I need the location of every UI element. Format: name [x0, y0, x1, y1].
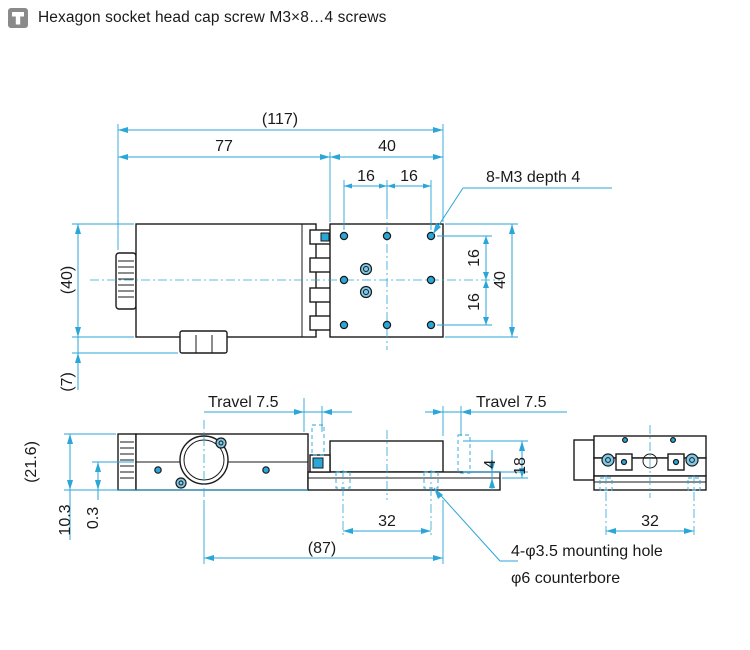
lead-screw-detail	[309, 229, 333, 331]
dim-gap: 0.3	[85, 507, 102, 529]
m3-tapped-holes	[339, 231, 436, 330]
dim-mount-pitch: 32	[378, 513, 396, 530]
cap-screw-icon	[215, 437, 227, 449]
travel-right-label: Travel 7.5	[476, 394, 547, 411]
stage-body	[135, 223, 317, 338]
dim-side-mount-pitch: 32	[641, 513, 659, 530]
travel-left-label: Travel 7.5	[208, 394, 279, 411]
dim-table-width: 40	[492, 271, 509, 289]
dim-hole-pitch-2: 16	[400, 168, 418, 185]
dim-hole-pitch-1: 16	[357, 168, 375, 185]
dim-table-height: 18	[512, 457, 529, 475]
dim-clamp-offset: (7)	[59, 372, 76, 392]
top-view: (117) 77 40 16 16 8-M3 dept	[59, 111, 612, 392]
side-view: 32	[573, 425, 707, 535]
front-view: Travel 7.5 Travel 7.5 (21.6) 10.3 0.3	[23, 394, 663, 587]
cap-screw-icon	[601, 453, 615, 467]
dim-overall-length: (117)	[262, 111, 298, 128]
dim-mount-span: (87)	[308, 540, 336, 557]
dim-base-height: 10.3	[57, 504, 74, 535]
dim-step: 4	[482, 459, 499, 468]
stage-table	[329, 223, 444, 338]
cap-screw-icon	[175, 477, 187, 489]
dim-hole-pitch-v1: 16	[466, 249, 483, 267]
stage-base-front	[307, 471, 501, 491]
thread-callout: 8-M3 depth 4	[486, 169, 580, 186]
clamp-tab	[179, 330, 228, 354]
side-knob	[573, 439, 595, 481]
screw-accessory-icon	[8, 8, 28, 28]
dim-table-length: 40	[378, 138, 396, 155]
dim-width: (40)	[59, 266, 76, 294]
accessory-note: Hexagon socket head cap screw M3×8…4 scr…	[8, 7, 386, 29]
cap-screw-icon	[359, 262, 373, 276]
stage-table-front	[329, 440, 444, 473]
accessory-note-text: Hexagon socket head cap screw M3×8…4 scr…	[38, 9, 387, 26]
cap-screw-icon	[685, 453, 699, 467]
counterbore-note: φ6 counterbore	[511, 570, 620, 587]
dim-height: (21.6)	[23, 441, 40, 483]
cap-screw-icon	[359, 285, 373, 299]
dim-body-length: 77	[215, 138, 233, 155]
dim-hole-pitch-v2: 16	[466, 293, 483, 311]
mount-hole-note: 4-φ3.5 mounting hole	[511, 543, 663, 560]
